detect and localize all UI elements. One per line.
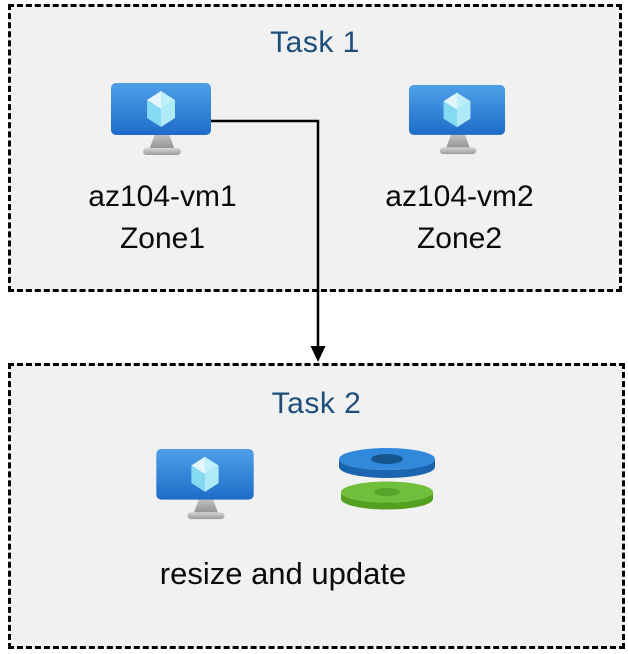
virtual-machine-icon [111, 83, 211, 155]
vm-label: az104-vm2 Zone2 [332, 176, 587, 260]
vm-label: az104-vm1 Zone1 [35, 176, 290, 260]
vm-name: az104-vm1 [88, 180, 237, 213]
vm-name: az104-vm2 [385, 180, 534, 213]
virtual-machine-icon [156, 448, 254, 520]
vm-zone: Zone1 [119, 222, 206, 255]
task2-title: Task 2 [271, 387, 362, 420]
task2-caption: resize and update [159, 556, 407, 591]
disks-icon [339, 448, 435, 510]
virtual-machine-icon [408, 84, 506, 155]
vm-zone: Zone2 [416, 222, 503, 255]
task2-box [8, 363, 625, 649]
task1-title: Task 1 [270, 26, 360, 59]
